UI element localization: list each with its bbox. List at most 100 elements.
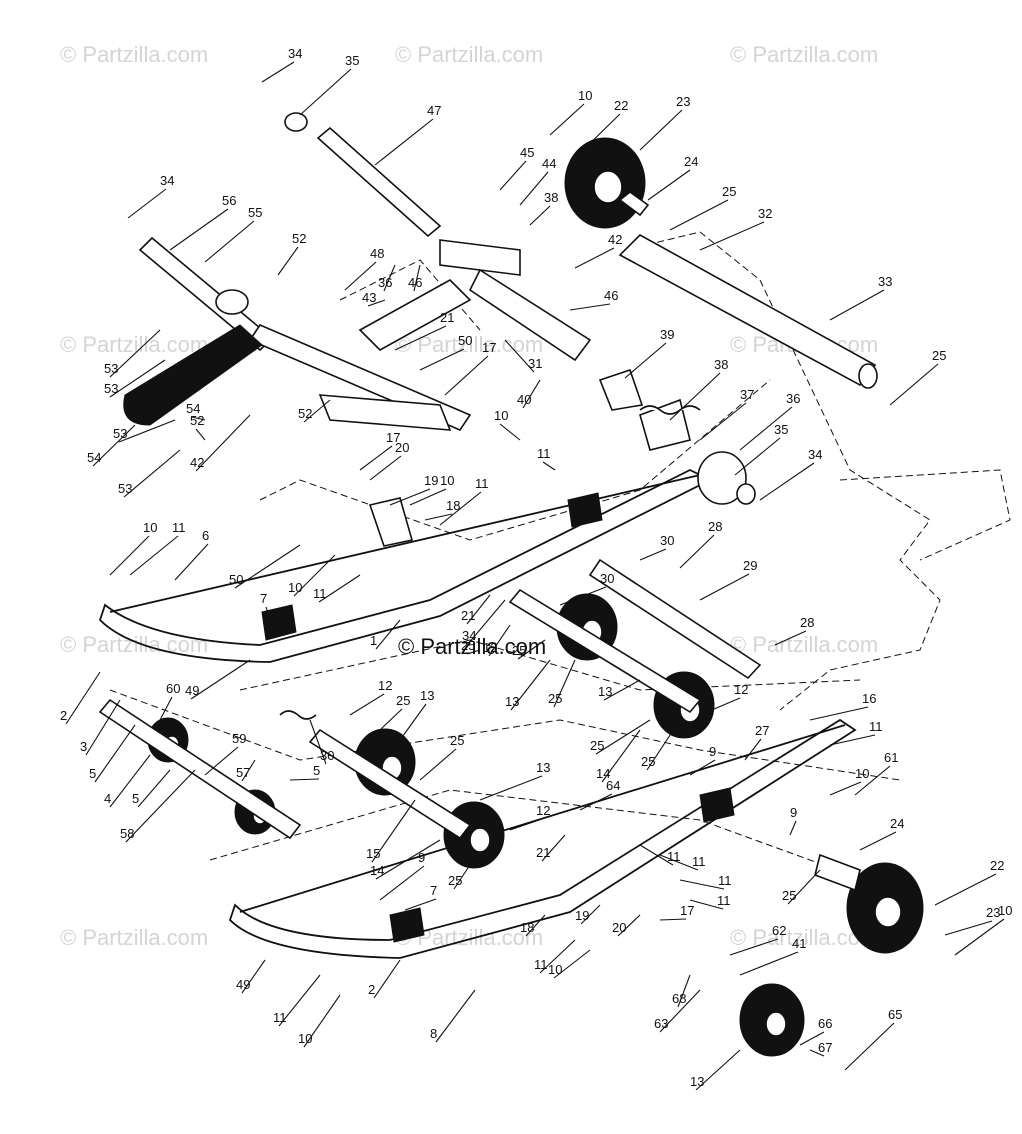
springs [279, 405, 701, 720]
part-number-label: 60 [166, 681, 180, 696]
part-number-label: 29 [743, 558, 757, 573]
leader-line [624, 342, 667, 379]
part-number-label: 54 [87, 450, 101, 465]
leader-line [137, 769, 171, 808]
part-number-label: 30 [320, 748, 334, 763]
part-number-label: 18 [520, 920, 534, 935]
part-number-label: 56 [222, 193, 236, 208]
part-number-label: 12 [378, 678, 392, 693]
leader-line [829, 289, 885, 321]
part-number-label: 38 [714, 357, 728, 372]
leader-line [127, 188, 167, 219]
part-number-label: 8 [430, 1026, 437, 1041]
part-number-label: 49 [185, 683, 199, 698]
leader-line [659, 989, 701, 1033]
part-number-label: 62 [772, 923, 786, 938]
part-number-label: 25 [641, 754, 655, 769]
part-number-label: 35 [345, 53, 359, 68]
part-number-label: 10 [998, 903, 1012, 918]
leader-line [499, 423, 521, 441]
leader-line [241, 759, 256, 782]
part-number-label: 35 [774, 422, 788, 437]
leader-line [639, 548, 667, 561]
part-number-label: 46 [408, 275, 422, 290]
leader-line [669, 199, 729, 231]
leader-line [419, 748, 457, 781]
leader-line [699, 697, 741, 716]
leader-line [595, 719, 651, 755]
leader-line [277, 246, 299, 276]
leader-line [679, 534, 715, 569]
leader-line [318, 574, 361, 603]
leader-line [729, 938, 779, 956]
leader-line [541, 834, 566, 862]
leader-line [677, 974, 691, 1008]
part-number-label: 21 [440, 310, 454, 325]
part-number-label: 53 [113, 426, 127, 441]
part-number-label: 21 [536, 845, 550, 860]
leader-line [159, 696, 173, 721]
assembly-guide-lines [109, 231, 1011, 901]
part-number-label: 44 [542, 156, 556, 171]
leader-line [809, 706, 869, 721]
part-number-label: 59 [232, 731, 246, 746]
leader-line [954, 918, 1005, 956]
leader-line [371, 799, 416, 863]
part-number-label: 53 [118, 481, 132, 496]
part-number-label: 42 [190, 455, 204, 470]
part-number-label: 50 [229, 572, 243, 587]
part-number-label: 50 [458, 333, 472, 348]
leader-line [699, 573, 750, 601]
leader-line [519, 171, 549, 206]
leader-line [85, 699, 121, 756]
leader-line [118, 419, 176, 443]
part-number-label: 14 [370, 863, 384, 878]
leader-line [889, 363, 939, 406]
part-number-label: 19 [424, 473, 438, 488]
rear-shafts [138, 112, 878, 431]
part-number-label: 7 [430, 883, 437, 898]
leader-line [854, 765, 891, 796]
watermark-text: © Partzilla.com [60, 42, 208, 67]
part-number-label: 2 [368, 982, 375, 997]
part-number-label: 25 [450, 733, 464, 748]
watermark-layer: © Partzilla.com © Partzilla.com © Partzi… [60, 42, 878, 950]
part-number-label: 11 [869, 719, 883, 734]
leader-line [109, 535, 150, 576]
leader-line [369, 455, 402, 481]
rail-upper [98, 451, 756, 663]
part-number-label: 41 [792, 936, 806, 951]
leader-line [190, 659, 251, 700]
part-number-label: 3 [80, 739, 87, 754]
part-number-label: 52 [190, 413, 204, 428]
part-number-label: 24 [684, 154, 698, 169]
leader-line [109, 754, 151, 808]
part-number-label: 25 [590, 738, 604, 753]
part-number-label: 28 [708, 519, 722, 534]
leader-line [647, 169, 691, 201]
idler-wheel-lower [739, 853, 924, 1057]
part-number-label: 25 [722, 184, 736, 199]
leader-line [125, 769, 196, 843]
leader-line [569, 303, 611, 311]
torque-arm [123, 289, 263, 426]
part-number-label: 13 [690, 1074, 704, 1089]
part-number-label: 46 [604, 288, 618, 303]
leader-line [579, 793, 613, 811]
leader-line [517, 639, 546, 660]
watermark-text: © Partzilla.com [60, 925, 208, 950]
part-number-label: 66 [818, 1016, 832, 1031]
leader-line [303, 399, 331, 423]
leader-line [188, 373, 201, 386]
leader-line [510, 659, 551, 711]
leader-line [809, 1049, 825, 1057]
leader-line [409, 488, 447, 506]
part-number-label: 10 [143, 520, 157, 535]
leader-line [404, 898, 437, 911]
leader-line [109, 329, 161, 378]
leader-line [367, 299, 386, 307]
leader-line [394, 325, 447, 351]
leader-line [829, 734, 876, 746]
part-number-label: 25 [461, 638, 475, 653]
